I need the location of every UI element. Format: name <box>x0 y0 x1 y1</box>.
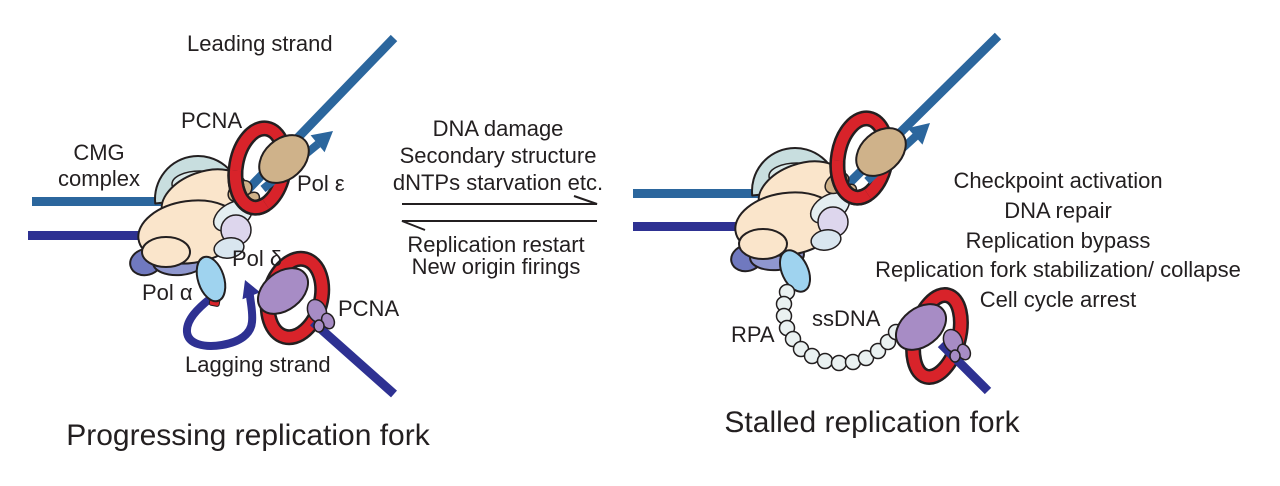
response-4: Replication fork stabilization/ collapse <box>875 257 1241 282</box>
progressing-fork-group: Leading strand PCNA CMG complex Pol ε Po… <box>28 31 431 452</box>
rpa-bead <box>830 354 848 372</box>
reverse-cause-2: New origin firings <box>412 254 581 279</box>
nascent-leading-arrowhead <box>310 131 333 153</box>
accessory-subunit-shape <box>213 237 245 259</box>
primase-subunit-shape <box>195 255 227 303</box>
rpa-bead <box>857 349 875 367</box>
response-1: Checkpoint activation <box>953 168 1162 193</box>
pol-delta-label: Pol δ <box>232 246 282 271</box>
cmg-body-foot <box>141 236 191 268</box>
parental-leading-strand-left <box>32 197 162 206</box>
pol-delta-shape <box>257 267 309 315</box>
accessory-subunit-shape-stalled <box>810 229 842 251</box>
leading-template-strand-stalled <box>826 32 1002 206</box>
pol-delta-shape-stalled <box>895 303 947 351</box>
lagging-strand-loop <box>183 292 257 350</box>
stalled-fork-group: RPA ssDNA Checkpoint activation DNA repa… <box>633 32 1241 439</box>
parental-lagging-strand-right <box>633 222 752 231</box>
ssdna-label: ssDNA <box>812 306 881 331</box>
lagging-template-strand <box>310 318 397 398</box>
reverse-cause-1: Replication restart <box>407 232 584 257</box>
response-5: Cell cycle arrest <box>980 287 1136 312</box>
progressing-fork-caption: Progressing replication fork <box>66 419 431 452</box>
forward-harpoon-arrow <box>402 195 598 205</box>
cmg-body-foot-stalled <box>738 228 788 260</box>
cmg-label-line1: CMG <box>73 140 124 165</box>
leading-template-strand <box>228 34 398 210</box>
rpa-label: RPA <box>731 322 775 347</box>
transition-group: DNA damage Secondary structure dNTPs sta… <box>393 116 603 279</box>
pol-delta-subunit-3-stalled <box>949 349 961 363</box>
pcna-bottom-label: PCNA <box>338 296 399 321</box>
pol-epsilon-shape-stalled <box>855 127 907 177</box>
rpa-ssdna-chain <box>775 283 905 372</box>
lagging-strand-label: Lagging strand <box>185 352 331 377</box>
lagging-nascent-arrowhead <box>242 280 261 300</box>
rpa-bead <box>816 352 834 370</box>
parental-lagging-strand-left <box>28 231 158 240</box>
response-2: DNA repair <box>1004 198 1112 223</box>
parental-leading-strand-right <box>633 189 760 198</box>
pcna-ring-top-front-arc <box>229 170 269 214</box>
pol-delta-subunit-3 <box>313 319 325 333</box>
pol-epsilon-label: Pol ε <box>297 171 345 196</box>
forward-cause-2: Secondary structure <box>400 143 597 168</box>
stalled-fork-caption: Stalled replication fork <box>724 406 1020 439</box>
cmg-label-line2: complex <box>58 166 140 191</box>
lagging-template-stub <box>937 340 992 395</box>
reverse-harpoon-arrow <box>401 220 597 231</box>
forward-cause-3: dNTPs starvation etc. <box>393 170 603 195</box>
forward-cause-1: DNA damage <box>433 116 564 141</box>
response-3: Replication bypass <box>966 228 1151 253</box>
pol-epsilon-shape <box>258 134 310 184</box>
primase-subunit-shape-stalled <box>778 249 812 293</box>
pol-alpha-label: Pol α <box>142 280 193 305</box>
leading-strand-label: Leading strand <box>187 31 333 56</box>
pcna-top-label: PCNA <box>181 108 242 133</box>
nascent-leading-arrowhead-stalled <box>907 123 930 145</box>
pcna-ring-top-front-arc-stalled <box>831 160 871 204</box>
